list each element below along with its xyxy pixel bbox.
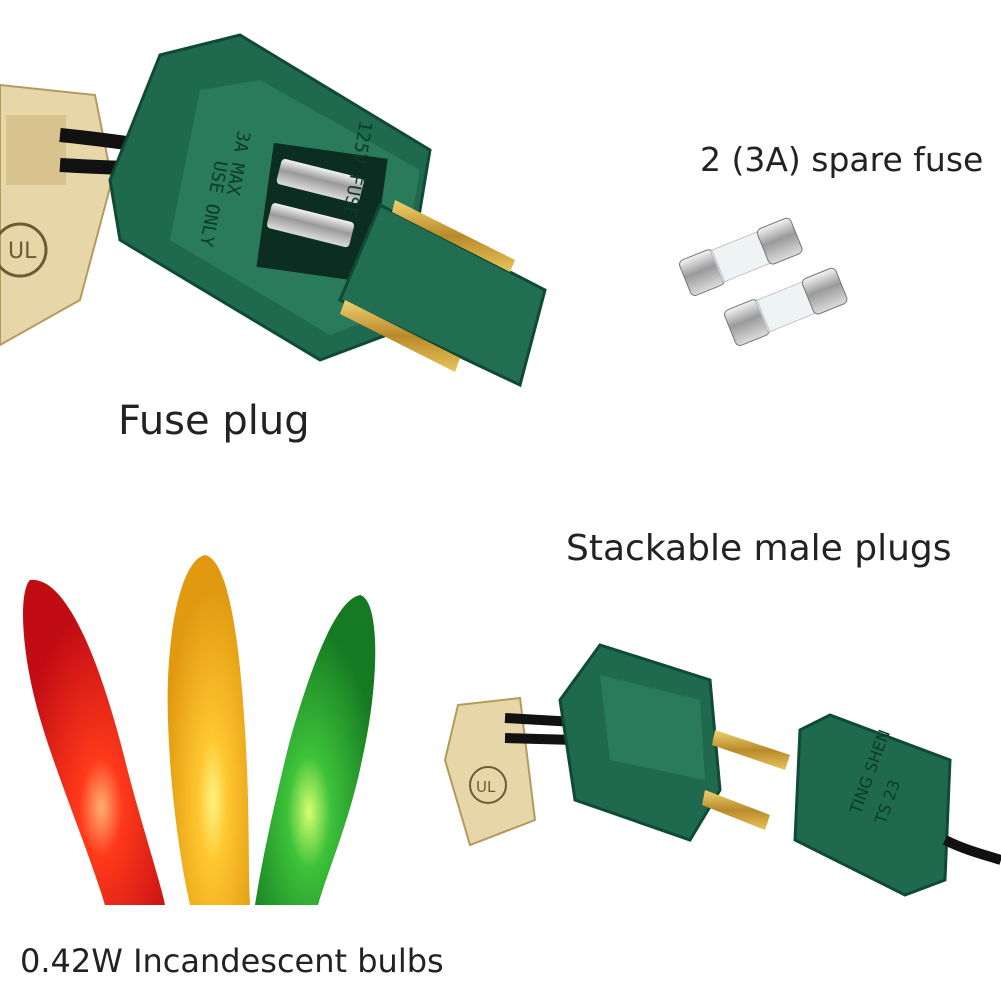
male-plug-prong-bottom	[702, 790, 770, 830]
caption-spare-fuse: 2 (3A) spare fuse	[700, 140, 984, 179]
fuse-plug-image: UL 125V FUSE 3A MAX USE ONLY	[0, 33, 547, 388]
ul-mark-small: UL	[476, 778, 496, 796]
fuse-plug-prong-bottom	[340, 300, 460, 372]
yellow-bulb	[167, 555, 250, 905]
fuse-in-window-1	[276, 159, 364, 204]
ul-tag-top: UL	[0, 83, 114, 347]
spare-fuse-2	[724, 267, 848, 346]
spare-fuse-1	[679, 217, 803, 296]
fuse-plug-prong-top	[392, 200, 515, 272]
spare-fuses-image	[679, 217, 848, 346]
caption-bulbs: 0.42W Incandescent bulbs	[20, 942, 444, 980]
green-bulb	[255, 595, 376, 905]
ul-mark: UL	[8, 239, 37, 264]
fuse-in-window-2	[266, 203, 355, 248]
bulbs-image	[23, 555, 376, 905]
caption-fuse-plug: Fuse plug	[118, 398, 310, 444]
red-bulb	[23, 579, 166, 905]
caption-stackable-plugs: Stackable male plugs	[566, 528, 952, 569]
stackable-plugs-image: UL TING SHEN TS 23	[443, 643, 1001, 897]
male-plug-prong-top	[712, 730, 790, 770]
